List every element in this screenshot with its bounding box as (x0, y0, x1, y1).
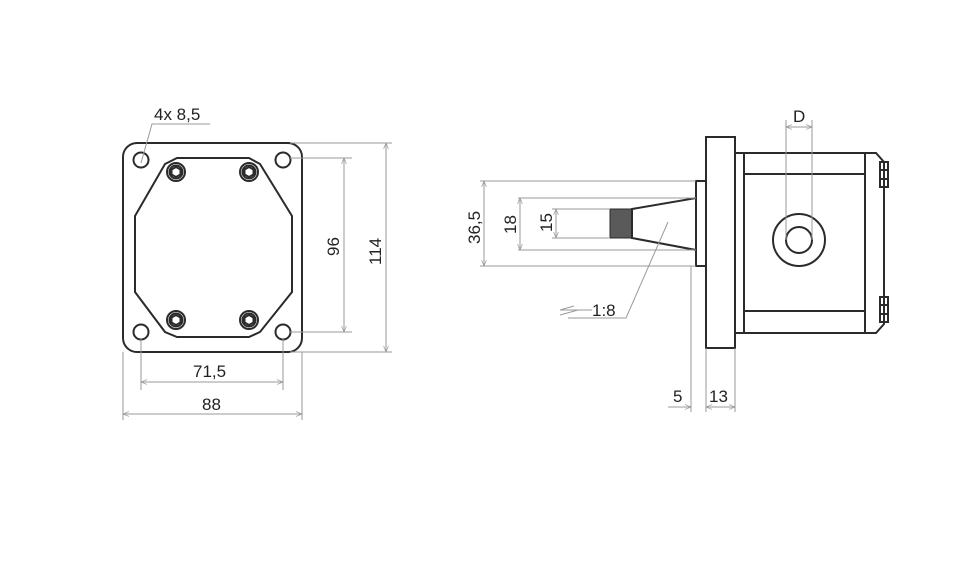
inner-octagon-outline (134, 157, 293, 338)
dim-flange-outer: 36,5 (465, 180, 696, 267)
front-view: 4x 8,5 71,5 88 96 114 (122, 105, 392, 420)
dim-hole-spacing-vertical: 96 (290, 157, 352, 333)
side-view: D 36,5 18 15 1:8 (465, 107, 889, 412)
hole-callout: 4x 8,5 (140, 105, 210, 164)
end-cap-bolt-top (879, 161, 889, 188)
dim-5-label: 5 (673, 387, 682, 406)
port-inner (785, 226, 813, 254)
hole-callout-label: 4x 8,5 (154, 105, 200, 124)
dim-overall-width: 88 (122, 352, 303, 420)
taper-callout: 1:8 (559, 221, 669, 320)
dim-shaft-protrusion: 5 (668, 266, 707, 412)
bolt-bottom-left (166, 310, 186, 330)
dim-pilot: 18 (501, 197, 696, 251)
dim-71-5-label: 71,5 (193, 362, 226, 381)
bolt-bottom-right (239, 310, 259, 330)
dim-flange-thickness: 13 (705, 348, 736, 412)
bolt-top-right (239, 162, 259, 182)
dim-15-label: 15 (537, 213, 556, 232)
port-outer (772, 213, 826, 267)
dim-88-label: 88 (202, 395, 221, 414)
dim-shaft: 15 (537, 208, 610, 239)
dim-36-5-label: 36,5 (465, 211, 484, 244)
pump-body (734, 152, 885, 334)
dim-18-label: 18 (501, 215, 520, 234)
dim-96-label: 96 (324, 237, 343, 256)
shaft-spline (609, 208, 633, 239)
mounting-hole-bottom-right (274, 323, 292, 341)
mounting-plate-outline (122, 142, 303, 353)
end-cap-bolt-bottom (879, 296, 889, 323)
mounting-hole-top-right (274, 151, 292, 169)
shaft-taper (631, 196, 697, 252)
mounting-hole-top-left (132, 151, 150, 169)
dim-port-diameter: D (785, 107, 813, 240)
dim-overall-height: 114 (290, 142, 392, 353)
dim-114-label: 114 (366, 238, 385, 265)
dim-hole-spacing-horizontal: 71,5 (140, 338, 284, 390)
dim-d-label: D (793, 107, 805, 126)
bolt-top-left (166, 162, 186, 182)
taper-label: 1:8 (592, 301, 616, 320)
pilot-boss (695, 180, 707, 267)
mounting-hole-bottom-left (132, 323, 150, 341)
dim-13-label: 13 (709, 387, 728, 406)
mounting-flange (705, 136, 736, 349)
